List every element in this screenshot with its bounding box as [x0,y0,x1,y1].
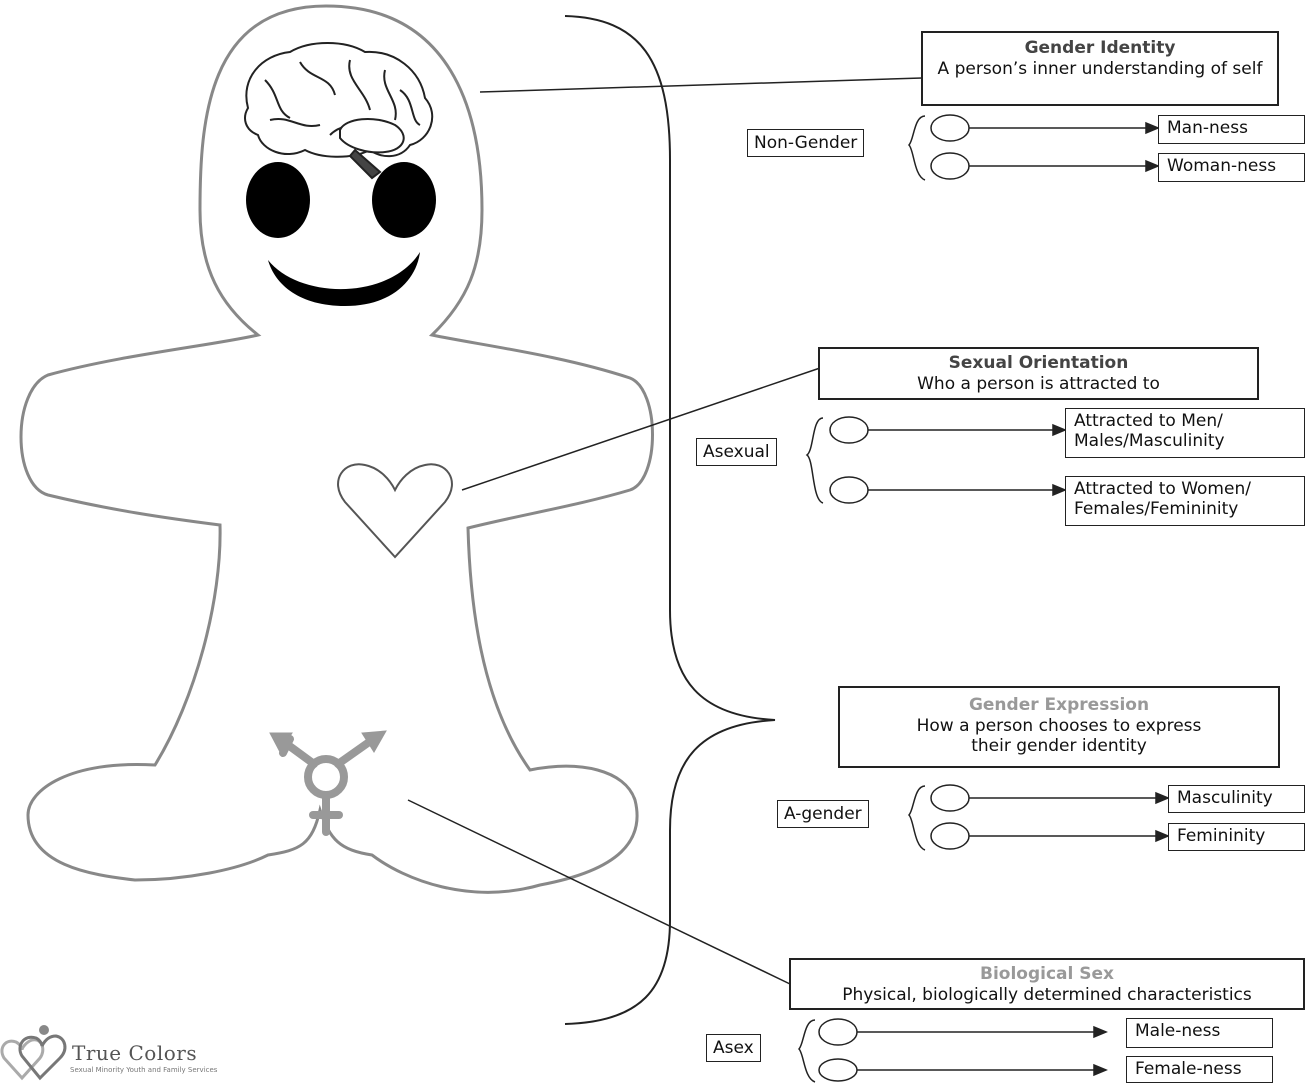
biological-sex-box: Biological Sex Physical, biologically de… [789,958,1305,1010]
male-ness-option: Male-ness [1126,1018,1273,1048]
gender-expression-box: Gender Expression How a person chooses t… [838,686,1280,768]
man-ness-option: Man-ness [1158,115,1305,144]
gender-expression-description: How a person chooses to express their ge… [916,716,1202,756]
masculinity-option: Masculinity [1168,785,1305,813]
woman-ness-option: Woman-ness [1158,153,1305,182]
biological-sex-title: Biological Sex [980,964,1114,984]
logo-tagline: Sexual Minority Youth and Family Service… [70,1066,218,1074]
gender-expression-spectrum [907,784,1170,851]
smile [268,252,420,306]
female-ness-option: Female-ness [1126,1056,1273,1083]
biological-sex-description: Physical, biologically determined charac… [842,985,1252,1005]
gingerbread-person-outline [19,4,654,894]
brain-icon [244,42,434,180]
gender-identity-box: Gender Identity A person’s inner underst… [921,31,1279,106]
right-eye [372,162,436,238]
gender-identity-title: Gender Identity [1024,38,1176,58]
left-eye [246,162,310,238]
connector-biological-sex [407,799,791,985]
a-gender-label: A-gender [777,800,869,828]
asexual-label: Asexual [696,438,777,466]
attracted-to-women-option: Attracted to Women/ Females/Femininity [1065,476,1305,526]
femininity-option: Femininity [1168,823,1305,851]
large-brace [564,15,776,1025]
attracted-to-men-option: Attracted to Men/ Males/Masculinity [1065,408,1305,458]
logo-name: True Colors [72,1041,198,1065]
asex-label: Asex [706,1034,761,1062]
sexual-orientation-description: Who a person is attracted to [917,374,1160,394]
gender-identity-spectrum [907,114,1160,181]
non-gender-label: Non-Gender [747,129,865,157]
gender-identity-description: A person’s inner understanding of self [937,59,1263,79]
transgender-symbol-icon [269,730,387,836]
heart-icon [337,463,453,559]
connector-gender-identity [479,77,923,93]
biological-sex-spectrum [797,1018,1108,1083]
sexual-orientation-title: Sexual Orientation [948,353,1129,373]
gender-expression-title: Gender Expression [968,695,1150,715]
true-colors-logo-hearts [0,1025,67,1081]
sexual-orientation-box: Sexual Orientation Who a person is attra… [818,347,1259,400]
sexual-orientation-spectrum [805,416,1067,504]
connector-sexual-orientation [461,367,821,491]
